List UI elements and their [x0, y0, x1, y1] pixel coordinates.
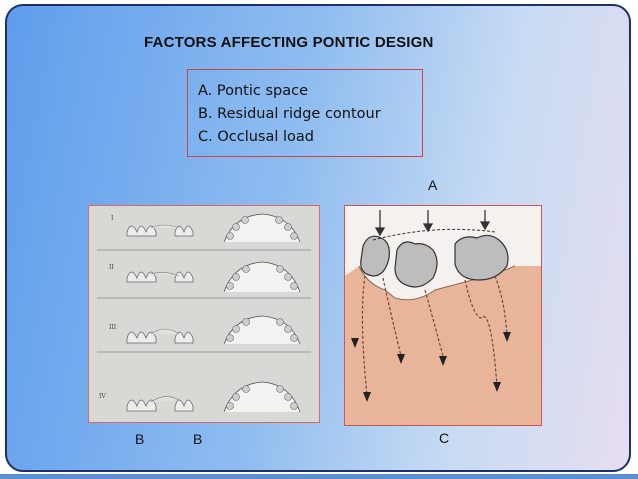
row-numeral-1: I [111, 215, 114, 222]
ridge-sketches-figure: I II III IV [88, 205, 320, 423]
label-c: C [439, 430, 450, 446]
row-numeral-2: II [109, 264, 114, 271]
row-numeral-3: III [109, 324, 117, 331]
label-b-2: B [193, 431, 203, 447]
factor-item-b: B. Residual ridge contour [198, 106, 381, 122]
bottom-strip [0, 474, 638, 479]
slide-title: FACTORS AFFECTING PONTIC DESIGN [144, 34, 434, 51]
label-a: A [428, 177, 438, 193]
label-b-1: B [135, 431, 145, 447]
ridge-sketches-image: I II III IV [89, 206, 319, 422]
factor-item-a: A. Pontic space [198, 83, 309, 99]
occlusal-load-figure [344, 205, 542, 426]
occlusal-load-image [345, 206, 541, 425]
factors-list: A. Pontic space B. Residual ridge contou… [187, 69, 423, 157]
row-numeral-4: IV [99, 393, 106, 400]
factor-item-c: C. Occlusal load [198, 129, 314, 145]
